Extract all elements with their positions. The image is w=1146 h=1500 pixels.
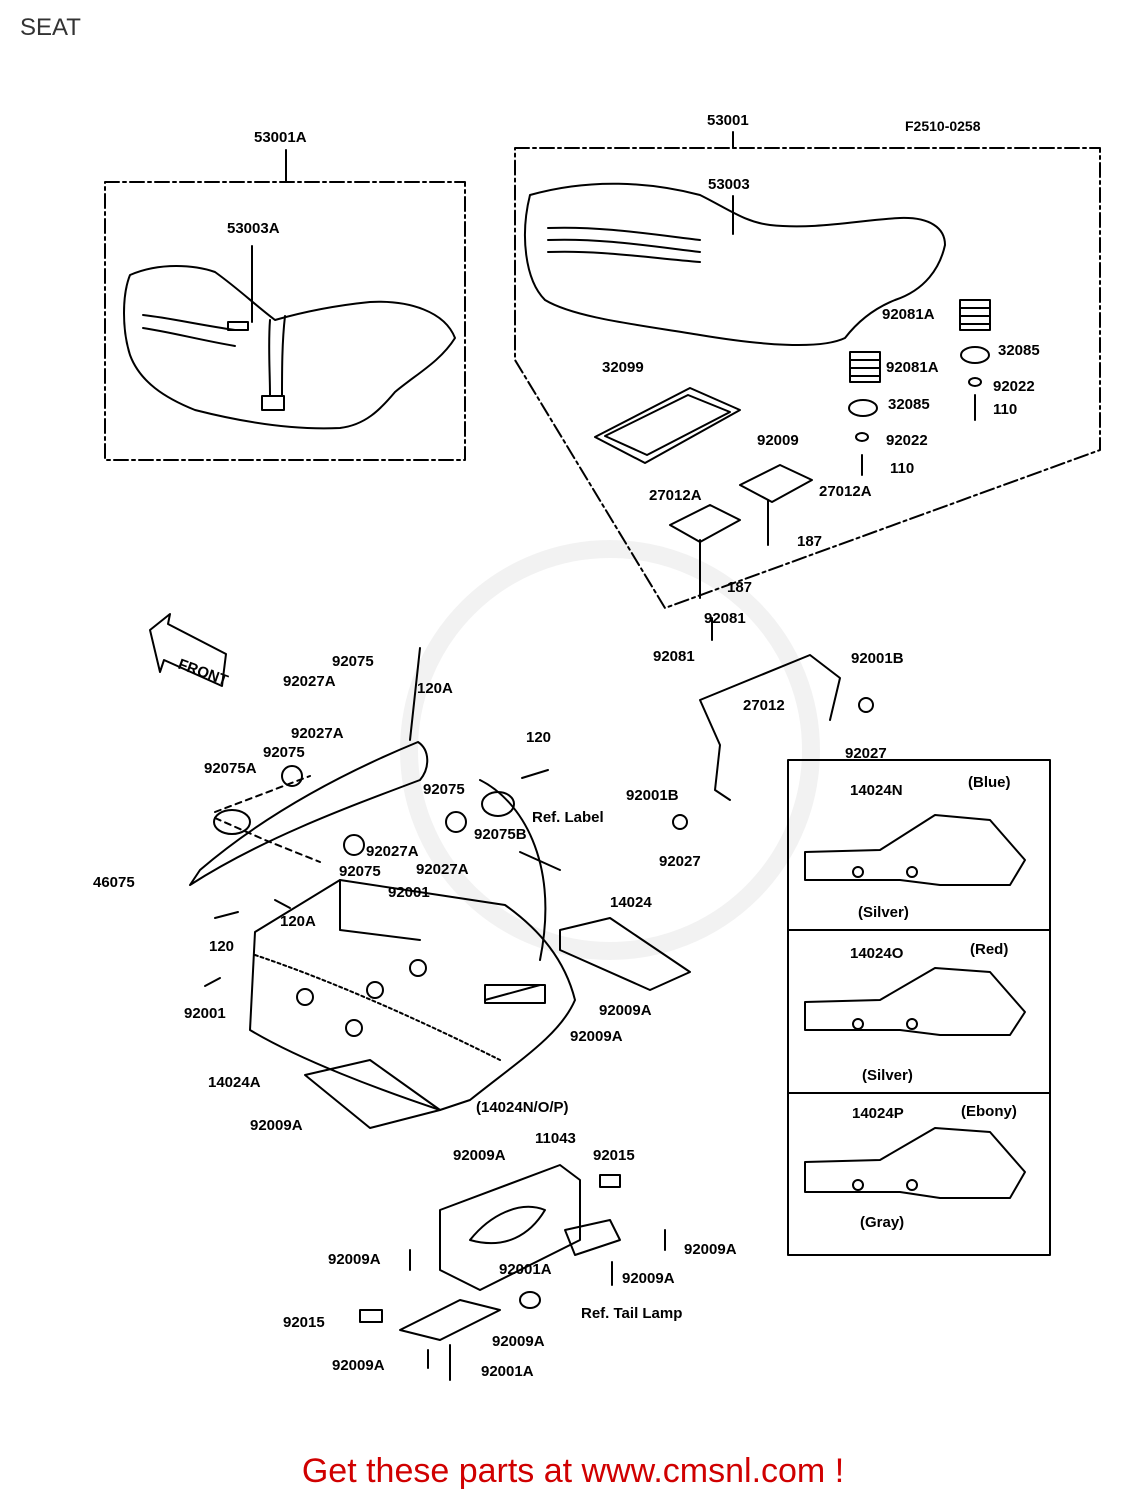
label-92081A-2: 92081A	[886, 359, 939, 376]
label-92075A: 92075A	[204, 760, 257, 777]
label-ebony: (Ebony)	[961, 1103, 1017, 1120]
grab-rail-group	[189, 647, 561, 987]
ref-code: F2510-0258	[905, 118, 981, 134]
label-53003A: 53003A	[227, 220, 280, 237]
label-14024A: 14024A	[208, 1074, 261, 1091]
label-92015-2: 92015	[283, 1314, 325, 1331]
label-32099: 32099	[602, 359, 644, 376]
label-14024: 14024	[610, 894, 652, 911]
label-120A-1: 120A	[417, 680, 453, 697]
label-92009A-4: 92009A	[453, 1147, 506, 1164]
seat-assembly-53001A	[104, 149, 466, 461]
label-92001B-1: 92001B	[851, 650, 904, 667]
label-11043: 11043	[535, 1130, 576, 1147]
label-92027A-4: 92027A	[416, 861, 469, 878]
label-92027-2: 92027	[659, 853, 701, 870]
tail-cowl	[249, 879, 691, 1129]
color-variant-panels	[787, 759, 1051, 1256]
label-53003: 53003	[708, 176, 750, 193]
label-92075B: 92075B	[474, 826, 527, 843]
bracket-27012	[672, 654, 874, 830]
label-silver-2: (Silver)	[862, 1067, 913, 1084]
label-silver-1: (Silver)	[858, 904, 909, 921]
ref-tail-lamp: Ref. Tail Lamp	[581, 1305, 682, 1322]
label-92001-1: 92001	[388, 884, 430, 901]
label-14024NOP: (14024N/O/P)	[476, 1099, 569, 1116]
label-blue: (Blue)	[968, 774, 1011, 791]
label-120A-2: 120A	[280, 913, 316, 930]
label-27012: 27012	[743, 697, 785, 714]
label-110-1: 110	[993, 401, 1017, 418]
label-gray: (Gray)	[860, 1214, 904, 1231]
label-92001-2: 92001	[184, 1005, 226, 1022]
label-92075-3: 92075	[423, 781, 465, 798]
label-92001A-2: 92001A	[481, 1363, 534, 1380]
label-92075-2: 92075	[263, 744, 305, 761]
label-92081-2: 92081	[653, 648, 695, 665]
label-14024N: 14024N	[850, 782, 903, 799]
label-53001A: 53001A	[254, 129, 307, 146]
seat-assembly-53001	[514, 131, 1101, 609]
label-92009A-5: 92009A	[684, 1241, 737, 1258]
label-92081-1: 92081	[704, 610, 746, 627]
label-92075-1: 92075	[332, 653, 374, 670]
ref-label: Ref. Label	[532, 809, 604, 826]
label-92027A-1: 92027A	[283, 673, 336, 690]
label-14024O: 14024O	[850, 945, 904, 962]
label-92022-2: 92022	[886, 432, 928, 449]
label-46075: 46075	[93, 874, 135, 891]
front-label: FRONT	[176, 656, 230, 690]
label-92009A-6: 92009A	[328, 1251, 381, 1268]
label-92075-4: 92075	[339, 863, 381, 880]
label-92009A-3: 92009A	[250, 1117, 303, 1134]
label-32085-2: 32085	[888, 396, 930, 413]
label-120-1: 120	[526, 729, 551, 746]
label-92022-1: 92022	[993, 378, 1035, 395]
label-red: (Red)	[970, 941, 1008, 958]
label-187-1: 187	[797, 533, 822, 550]
label-53001: 53001	[707, 112, 749, 129]
front-arrow	[149, 613, 227, 687]
label-92027-1: 92027	[845, 745, 887, 762]
label-27012A-1: 27012A	[649, 487, 702, 504]
label-92009A-8: 92009A	[492, 1333, 545, 1350]
label-92009A-2: 92009A	[570, 1028, 623, 1045]
label-92009A-7: 92009A	[622, 1270, 675, 1287]
label-120-2: 120	[209, 938, 234, 955]
parts-diagram: 53001A 53003A 53001 F2510-0258 53003 920…	[93, 112, 1101, 1381]
label-187-2: 187	[727, 579, 752, 596]
seat-hardware-group	[594, 299, 991, 641]
label-92009: 92009	[757, 432, 799, 449]
label-92009A-9: 92009A	[332, 1357, 385, 1374]
page-title: SEAT	[20, 14, 81, 41]
label-92009A-1: 92009A	[599, 1002, 652, 1019]
label-92027A-3: 92027A	[366, 843, 419, 860]
label-110-2: 110	[890, 460, 914, 477]
tail-lamp-bracket	[359, 1164, 666, 1381]
label-27012A-2: 27012A	[819, 483, 872, 500]
label-92027A-2: 92027A	[291, 725, 344, 742]
label-32085-1: 32085	[998, 342, 1040, 359]
label-92015-1: 92015	[593, 1147, 635, 1164]
label-92001A-1: 92001A	[499, 1261, 552, 1278]
label-92001B-2: 92001B	[626, 787, 679, 804]
label-14024P: 14024P	[852, 1105, 904, 1122]
label-92081A-1: 92081A	[882, 306, 935, 323]
footer-link[interactable]: Get these parts at www.cmsnl.com !	[301, 1452, 845, 1490]
